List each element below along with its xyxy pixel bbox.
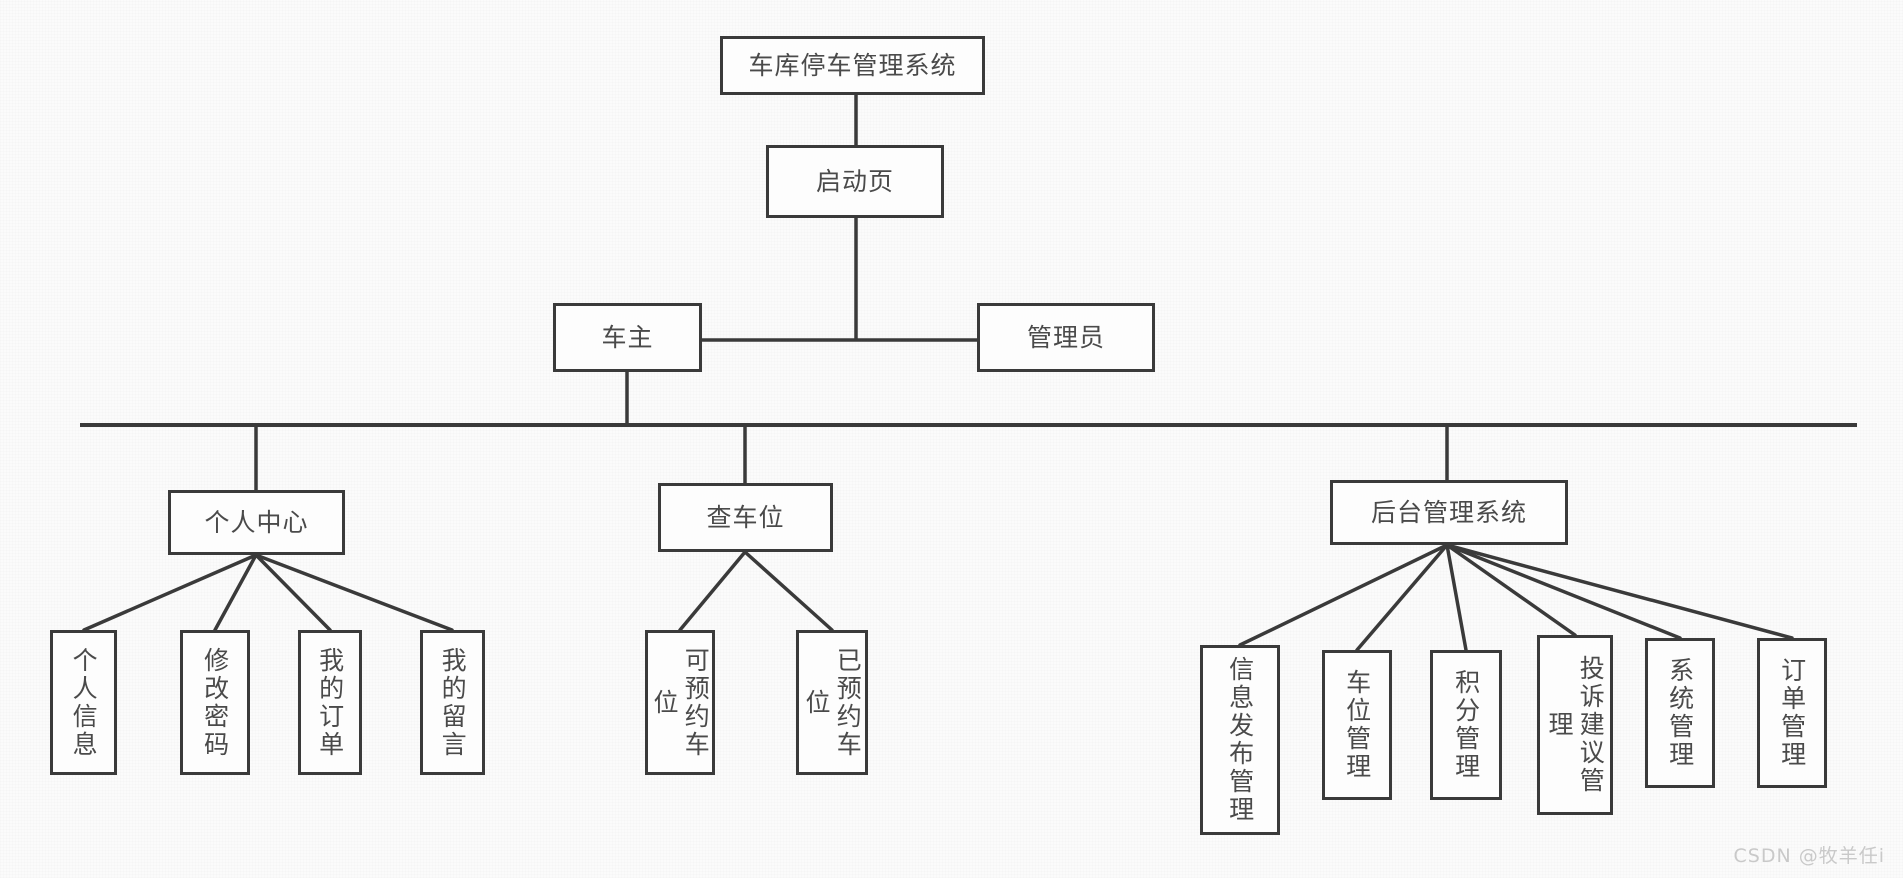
node-spot-mgmt[interactable]: 车位管理 [1322, 650, 1392, 800]
node-system-mgmt-label: 系统管理 [1665, 657, 1695, 769]
node-owner-label: 车主 [601, 322, 654, 352]
node-personal-center[interactable]: 个人中心 [168, 490, 345, 555]
node-owner[interactable]: 车主 [553, 303, 702, 372]
node-points-mgmt[interactable]: 积分管理 [1430, 650, 1502, 800]
node-backend-system[interactable]: 后台管理系统 [1330, 480, 1568, 545]
node-available-spot-label: 可预约车位 [650, 646, 711, 759]
node-personal-center-label: 个人中心 [204, 507, 309, 537]
node-available-spot[interactable]: 可预约车位 [645, 630, 715, 775]
node-my-orders-label: 我的订单 [315, 646, 345, 759]
node-order-mgmt-label: 订单管理 [1777, 657, 1807, 769]
node-points-mgmt-label: 积分管理 [1451, 669, 1481, 781]
node-change-password-label: 修改密码 [200, 646, 230, 759]
node-info-publish-mgmt[interactable]: 信息发布管理 [1200, 645, 1280, 835]
edge-backend-to-complaint-mgmt [1445, 543, 1577, 637]
node-splash[interactable]: 启动页 [766, 145, 944, 218]
node-backend-system-label: 后台管理系统 [1370, 497, 1527, 527]
node-splash-label: 启动页 [815, 166, 894, 196]
node-personal-info[interactable]: 个人信息 [50, 630, 117, 775]
node-complaint-mgmt-label: 投诉建议管理 [1545, 655, 1606, 795]
node-complaint-mgmt[interactable]: 投诉建议管理 [1537, 635, 1613, 815]
edge-check-spot-to-reserved [743, 550, 834, 632]
node-root-label: 车库停车管理系统 [748, 50, 957, 80]
node-check-spot-label: 查车位 [706, 502, 785, 532]
edge-backend-to-info-publish [1238, 543, 1449, 647]
edge-backend-to-points-mgmt [1445, 543, 1468, 652]
edge-personal-center-to-change-password [213, 553, 258, 632]
node-reserved-spot-label: 已预约车位 [802, 646, 863, 759]
edge-backend-to-spot-mgmt [1355, 543, 1449, 652]
edge-personal-center-to-personal-info [82, 553, 258, 632]
edge-backend-to-order-mgmt [1445, 543, 1794, 640]
node-check-spot[interactable]: 查车位 [658, 483, 833, 552]
edge-personal-center-to-my-messages [254, 553, 454, 632]
node-root[interactable]: 车库停车管理系统 [720, 36, 985, 95]
node-info-publish-mgmt-label: 信息发布管理 [1225, 656, 1255, 824]
node-change-password[interactable]: 修改密码 [180, 630, 250, 775]
node-reserved-spot[interactable]: 已预约车位 [796, 630, 868, 775]
node-system-mgmt[interactable]: 系统管理 [1645, 638, 1715, 788]
edge-backend-to-system-mgmt [1445, 543, 1682, 640]
csdn-watermark: CSDN @牧羊任i [1733, 845, 1885, 867]
node-my-orders[interactable]: 我的订单 [298, 630, 362, 775]
node-my-messages[interactable]: 我的留言 [420, 630, 485, 775]
node-spot-mgmt-label: 车位管理 [1342, 669, 1372, 781]
node-personal-info-label: 个人信息 [69, 646, 99, 759]
edge-check-spot-to-available [678, 550, 747, 632]
node-admin-label: 管理员 [1026, 322, 1105, 352]
edge-personal-center-to-my-orders [254, 553, 332, 632]
node-admin[interactable]: 管理员 [977, 303, 1155, 372]
node-order-mgmt[interactable]: 订单管理 [1757, 638, 1827, 788]
node-my-messages-label: 我的留言 [438, 646, 468, 759]
